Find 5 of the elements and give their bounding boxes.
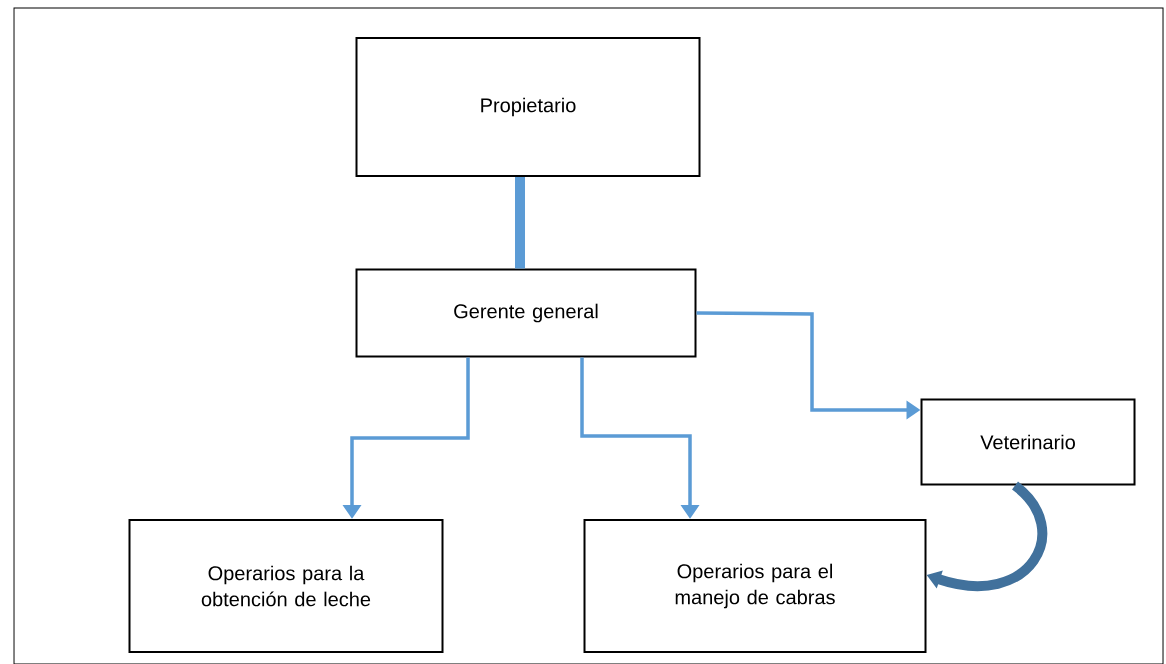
org-box: Operarios para el manejo de cabras: [583, 519, 927, 653]
org-box: Propietario: [355, 37, 701, 177]
org-box: Veterinario: [920, 398, 1136, 486]
org-box: Gerente general: [355, 268, 697, 358]
org-box: Operarios para la obtención de leche: [128, 519, 444, 653]
